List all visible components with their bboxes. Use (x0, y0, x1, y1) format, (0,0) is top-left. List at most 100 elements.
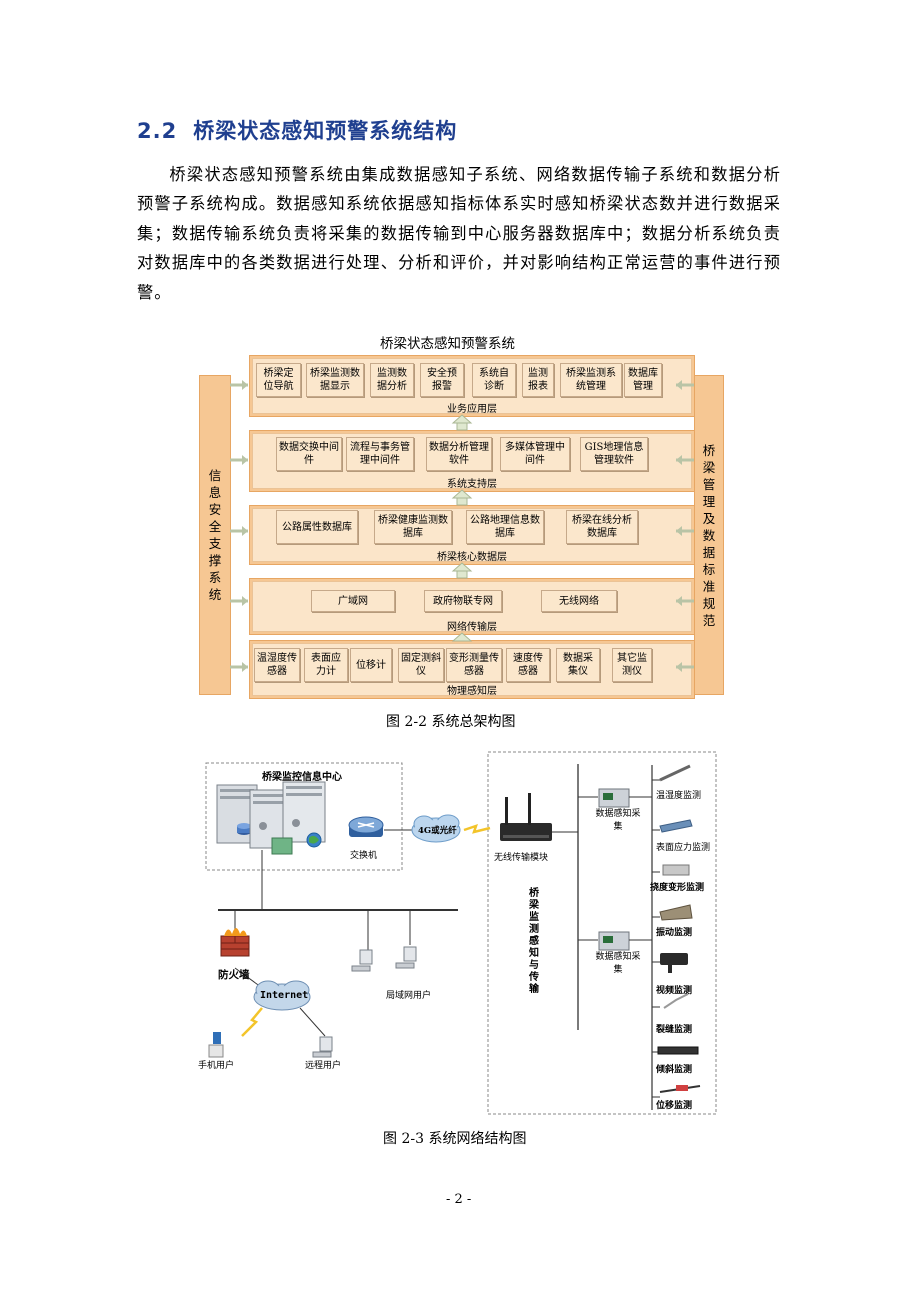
side-arrow (676, 526, 694, 536)
side-label-char: 统 (208, 587, 222, 602)
sensor-label: 倾斜监测 (656, 1065, 693, 1075)
wireless-module-label: 无线传输模块 (494, 853, 549, 863)
figure2-caption: 图 2-3 系统网络结构图 (383, 1131, 527, 1147)
component-box: 公路地理信息数据库 (466, 510, 544, 544)
thermo-sensor-icon (659, 764, 691, 782)
side-label-char: 据 (702, 544, 716, 560)
component-box: 表面应力计 (304, 648, 348, 682)
component-box: GIS地理信息管理软件 (580, 437, 648, 471)
side-label-char: 管 (702, 476, 716, 492)
component-box: 政府物联专网 (424, 590, 502, 612)
component-box: 公路属性数据库 (276, 510, 358, 544)
component-box: 多媒体管理中间件 (500, 437, 570, 471)
lan-user-pc-icon (395, 946, 417, 969)
lan-users-label: 局域网用户 (386, 991, 432, 1001)
sensor-label: 表面应力监测 (656, 843, 711, 853)
side-label-char: 全 (208, 519, 222, 534)
monitoring-center-frame (205, 762, 403, 871)
side-label-char: 息 (208, 485, 222, 500)
monitor-panel-icon (271, 837, 293, 855)
switch-label: 交换机 (350, 851, 378, 861)
sensor-label: 挠度变形监测 (650, 883, 705, 893)
component-box: 数据分析管理软件 (426, 437, 492, 471)
component-box: 桥梁监测系统管理 (560, 363, 622, 397)
side-label-char: 范 (702, 612, 716, 628)
network-diagram (205, 751, 717, 1115)
internet-label: Internet (260, 990, 309, 1001)
layer-name: 桥梁核心数据层 (437, 552, 507, 563)
sensing-group-label: 桥梁监测感知与传输 (529, 888, 539, 995)
mobile-users-label: 手机用户 (198, 1061, 235, 1071)
firewall-label: 防火墙 (218, 969, 250, 981)
component-box: 变形测量传感器 (446, 648, 502, 682)
side-arrow (676, 455, 694, 465)
remote-user-pc-icon (312, 1036, 333, 1058)
server-icon (282, 781, 326, 843)
component-box: 桥梁监测数据显示 (306, 363, 364, 397)
vibration-sensor-icon (659, 904, 693, 921)
figure1-title: 桥梁状态感知预警系统 (380, 336, 515, 352)
displacement-sensor-icon (659, 1085, 701, 1093)
side-label-char: 理 (702, 493, 716, 509)
firewall-icon (220, 928, 250, 957)
component-box: 桥梁健康监测数据库 (374, 510, 452, 544)
side-arrow (230, 596, 248, 606)
side-label-char: 梁 (702, 459, 716, 475)
component-box: 安全预报警 (420, 363, 464, 397)
deflection-sensor-icon (662, 864, 690, 876)
layer-name: 业务应用层 (447, 404, 497, 415)
component-box: 监测数据分析 (370, 363, 414, 397)
side-label-char: 桥 (702, 442, 716, 458)
lan-user-pc-icon (351, 949, 373, 972)
link-label: 4G或光纤 (418, 826, 457, 836)
layer-name: 物理感知层 (447, 686, 497, 697)
side-arrow (230, 662, 248, 672)
strain-sensor-icon (659, 819, 693, 833)
component-box: 速度传感器 (506, 648, 550, 682)
component-box: 固定测斜仪 (398, 648, 444, 682)
wireless-module-icon (500, 793, 552, 841)
side-label-char: 信 (208, 468, 222, 483)
monitoring-center-title: 桥梁监控信息中心 (262, 772, 342, 783)
section-title: 桥梁状态感知预警系统结构 (193, 119, 458, 143)
figure1-caption: 图 2-2 系统总架构图 (386, 714, 516, 730)
component-box: 位移计 (350, 648, 392, 682)
component-box: 桥梁定位导航 (256, 363, 301, 397)
side-arrow (676, 596, 694, 606)
collector-label: 数据感知采集 (595, 809, 641, 832)
section-number: 2.2 (137, 119, 178, 143)
crack-sensor-icon (663, 993, 689, 1009)
side-label-char: 标 (702, 561, 716, 577)
component-box: 桥梁在线分析数据库 (566, 510, 638, 544)
security-support-bar: 信息安全支撑系统 (199, 375, 231, 695)
side-arrow (676, 380, 694, 390)
component-box: 无线网络 (541, 590, 617, 612)
mobile-link-bolt (241, 1007, 263, 1037)
sensor-label: 位移监测 (656, 1101, 693, 1111)
side-label-char: 准 (702, 578, 716, 594)
internet-cloud-icon (253, 980, 311, 1011)
side-arrow (230, 380, 248, 390)
page-number: - 2 - (446, 1192, 472, 1207)
layer-up-arrow (451, 562, 473, 579)
layer-up-arrow (451, 489, 473, 506)
component-box: 温湿度传感器 (254, 648, 300, 682)
mobile-phone-icon (208, 1032, 224, 1058)
component-box: 流程与事务管理中间件 (346, 437, 414, 471)
layer-up-arrow (451, 632, 473, 642)
cloud-icon (411, 814, 461, 843)
sensor-label: 视频监测 (656, 986, 693, 996)
side-arrow (676, 662, 694, 672)
figure1-arrows (230, 380, 694, 672)
component-box: 广域网 (311, 590, 395, 612)
component-box: 数据采集仪 (556, 648, 600, 682)
remote-users-label: 远程用户 (305, 1061, 342, 1071)
component-box: 数据交换中间件 (276, 437, 342, 471)
side-arrow (230, 455, 248, 465)
side-label-char: 数 (702, 527, 716, 543)
section-heading: 2.2 桥梁状态感知预警系统结构 (137, 115, 457, 145)
sensor-label: 裂缝监测 (656, 1025, 693, 1035)
component-box: 监测报表 (522, 363, 554, 397)
side-arrow (230, 526, 248, 536)
tilt-sensor-icon (657, 1046, 699, 1055)
